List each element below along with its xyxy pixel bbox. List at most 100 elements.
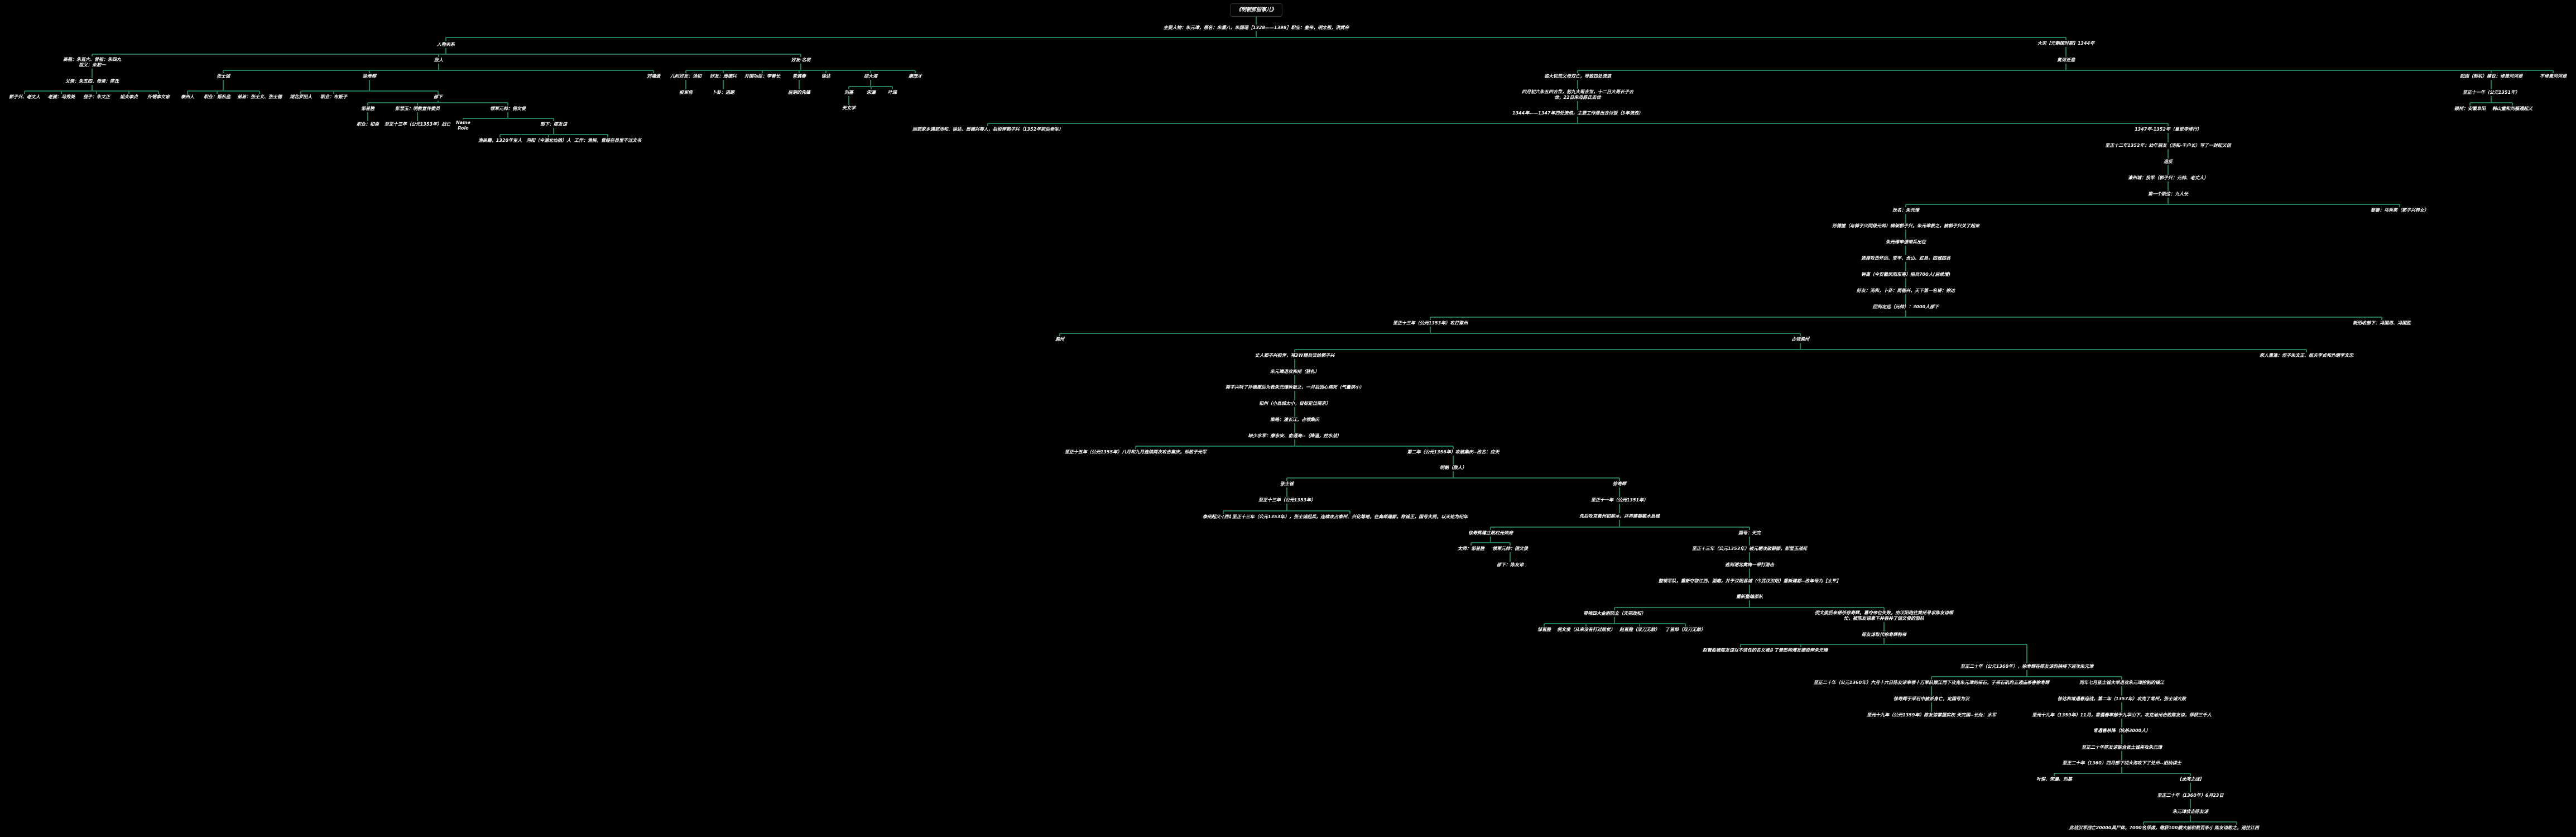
mindmap-node[interactable]: 至正二十年（公元1360年）六月十六日陈友谅率领十万军队顺江而下攻克朱元璋的采石… [1812,680,2051,686]
mindmap-node[interactable]: 后期的先锋 [787,89,811,96]
mindmap-node[interactable]: 至正十一年（公元1351年） [2461,89,2521,96]
mindmap-node[interactable]: Name Role [455,119,472,132]
mindmap-node[interactable]: 父亲：朱五四、母亲：陈氏 [64,78,120,85]
mindmap-node[interactable]: 徐达 [820,73,832,80]
mindmap-node[interactable]: 带领四大金刚防立（天完政权） [1582,610,1647,617]
mindmap-node[interactable]: 天文学 [841,105,857,112]
mindmap-node[interactable]: 职业：贩私盐 [203,94,232,101]
mindmap-node[interactable]: 至正二十年陈友谅联合张士诚夹攻朱元璋 [2080,744,2163,751]
mindmap-node[interactable]: 至正二十年（1360年）6月23日 [2156,792,2225,799]
mindmap-node[interactable]: 职业：布贩子 [319,94,348,101]
mindmap-node[interactable]: 朱元璋伏击陈友谅 [2171,809,2209,815]
mindmap-node[interactable]: 滁州 [1054,336,1065,343]
mindmap-node[interactable]: 领军元帅：倪文俊 [1491,546,1529,552]
mindmap-node[interactable]: 造反 [2162,159,2174,165]
mindmap-node[interactable]: 徐寿辉 [362,73,377,80]
mindmap-node[interactable]: 倪文俊（从来没有打过败仗） [1556,626,1616,633]
mindmap-node[interactable]: 至正十三年（公元1353年），张士诚起兵，连续攻占泰州、兴化等地，在高邮建都，称… [1231,514,1469,520]
mindmap-node[interactable]: 好友：汤和，卜卦：周德兴，天下第一名将：徐达 [1856,288,1956,294]
mindmap-node[interactable]: 回到家乡遇到汤和、徐达、周德兴等人，后投奔郭子兴（1352年前后参军） [911,126,1065,133]
mindmap-node[interactable]: 职业：和尚 [355,121,380,128]
mindmap-node[interactable]: 1344年——1347年四处流浪，主要工作是出去讨饭（3年流浪） [1511,110,1645,117]
mindmap-node[interactable]: 好友：周德兴 [709,73,738,80]
mindmap-node[interactable]: 此战汉军战亡20000具尸体，7000名俘虏，缴获100艘大船和数百条小船 [2068,825,2219,831]
root-topic[interactable]: 《明朝那些事儿》 [1229,3,1283,17]
mindmap-node[interactable]: 四月初六朱五四去世，初九大哥去世，十二日大哥长子去 世，22日朱母陈氏去世 [1521,89,1635,101]
mindmap-node[interactable]: 常遇春 [791,73,807,80]
mindmap-node[interactable]: 丁普郎（双刀无敌） [1664,626,1707,633]
mindmap-node[interactable]: 1347年-1352年（皇觉寺修行） [2133,126,2203,133]
mindmap-node[interactable]: 国号：天完 [1737,530,1762,537]
mindmap-node[interactable]: 至正十三年（公元1353年）攻打滁州 [1391,320,1469,327]
mindmap-node[interactable]: 开国功臣：李善长 [743,73,781,80]
mindmap-node[interactable]: 不修黄河河堤 [2539,73,2568,80]
mindmap-node[interactable]: 部下：陈友谅 [539,121,568,128]
mindmap-node[interactable]: 胡大海 [863,73,878,80]
mindmap-node[interactable]: 郭子兴、老丈人 [8,94,41,101]
mindmap-node[interactable]: 高祖：朱百六、曾祖：朱四九 祖父：朱初一 [62,56,122,69]
mindmap-node[interactable]: 第二年（公元1356年）攻破集庆--改名：应天 [1406,449,1501,456]
mindmap-node[interactable]: 老婆：马秀英 [47,94,76,101]
mindmap-node[interactable]: 赵普胜被陈友谅以不信任的名义被杀掉 [1702,647,1780,654]
mindmap-node[interactable]: 濠州城：投军（郭子兴：元帅、老丈人） [2127,175,2209,181]
mindmap-node[interactable]: 丈人郭子兴投奔，将3W精兵交给郭子兴 [1253,352,1336,359]
mindmap-node[interactable]: 外甥李文忠 [146,94,171,101]
mindmap-node[interactable]: 大灾【元朝国时期】1344年 [2036,40,2096,47]
mindmap-node[interactable]: 好友·名将 [790,57,812,64]
mindmap-node[interactable]: 侄子：朱文正 [82,94,111,101]
mindmap-node[interactable]: 同年七月张士诚大举进攻朱元璋控制的镇江 [2078,680,2165,686]
mindmap-node[interactable]: 刘基 [843,89,854,96]
mindmap-node[interactable]: 郭子兴听了孙德崖后为救朱元璋拆散之，一月后因心病死（气量狭小） [1224,384,1365,391]
mindmap-node[interactable]: 邹普胜 [1536,626,1552,633]
mindmap-node[interactable]: 新招收部下：冯国用、冯国胜 [2352,320,2412,327]
mindmap-node[interactable]: 领军元帅：倪文俊 [489,106,527,112]
mindmap-node[interactable]: 弟弟：张士义、张士德 [236,94,283,101]
mindmap-node[interactable]: 改名：朱元璋 [1891,207,1920,214]
mindmap-node[interactable]: 主要人物：朱元璋，原名：朱重八、朱国瑞［1328——1398］职业：皇帝，明太祖… [1162,25,1351,31]
mindmap-node[interactable]: 家人重逢：侄子朱文正、姐夫李贞和外甥李文忠 [2258,352,2354,359]
mindmap-node[interactable]: 赵普胜（双刀无敌） [1618,626,1661,633]
mindmap-node[interactable]: 丁普郎和傅友德投奔朱元璋 [1773,647,1829,654]
mindmap-node[interactable]: 湖北罗田人 [289,94,313,101]
mindmap-node[interactable]: 徐寿辉于采石中被杀身亡，定国号为汉 [1892,696,1971,702]
mindmap-node[interactable]: 卜卦：逃跑 [711,89,736,96]
mindmap-node[interactable]: 彭莹玉：明教宣传委员 [394,106,441,112]
mindmap-node[interactable]: 陈友谅取代徐寿辉称帝 [1861,632,1907,638]
mindmap-node[interactable]: 至正二十年（1360）四月部下胡大海攻下了处州--招纳谋士 [2061,760,2183,767]
mindmap-node[interactable]: 叶琛、宋濂、刘基 [2035,776,2073,783]
mindmap-node[interactable]: 至元十九年（1359年）11月，常遇春率部于九华山下，攻克池州击败陈友谅，俘获三… [2031,712,2213,719]
mindmap-node[interactable]: 太师：邹普胜 [1457,546,1486,552]
mindmap-node[interactable]: 至正十三年（公元1353年） [1257,497,1317,504]
mindmap-node[interactable]: 逃到湖北黄梅一带打游击 [1724,562,1775,568]
mindmap-node[interactable]: 先后攻克黄州和蕲水，并将建都蕲水县城 [1578,513,1661,520]
mindmap-node[interactable]: 朱元璋进攻和州（驻扎） [1269,369,1320,375]
mindmap-node[interactable]: 张士诚 [215,73,231,80]
mindmap-node[interactable]: 临大饥荒父母双亡，导致四处流浪 [1543,73,1612,80]
mindmap-node[interactable]: 【龙湾之战】 [2176,776,2205,783]
mindmap-node[interactable]: 至正十三年（公元1353年）战亡 [383,121,452,128]
mindmap-node[interactable]: 回到定远（元帅）：3000人部下 [1871,304,1940,310]
mindmap-node[interactable]: 人物关系 [436,41,456,48]
mindmap-node[interactable]: 徐寿辉建立政权元帅府 [1467,530,1514,537]
mindmap-node[interactable]: 颍州：安徽阜阳 [2453,106,2487,112]
mindmap-node[interactable]: 部下 [432,94,444,101]
mindmap-node[interactable]: 黄河泛滥 [2056,57,2076,64]
mindmap-node[interactable]: 渔民籍，1320年生人 [477,137,523,144]
mindmap-node[interactable]: 缺少水军：廖永安、俞通海--（降温，控水战） [1247,433,1343,439]
mindmap-node[interactable]: 钟离（今安徽凤阳东南）招兵700人(后续增) [1859,271,1952,278]
mindmap-node[interactable]: 儿时好友：汤和 [669,73,703,80]
mindmap-node[interactable]: 至正十一年（公元1351年） [1589,497,1650,504]
mindmap-node[interactable]: 重新整编部队 [1735,594,1764,600]
mindmap-node[interactable]: 张士诚 [1279,481,1295,487]
mindmap-node[interactable]: 工作：渔民，曾经在县里干过文书 [573,137,642,144]
mindmap-node[interactable]: 宋濂 [866,89,877,96]
mindmap-node[interactable]: 孙德崖（与郭子兴同级元帅）绑架郭子兴，朱元璋救之，被郭子兴关了起来 [1831,223,1981,229]
mindmap-node[interactable]: 沔阳（今湖北仙桃）人 [525,137,572,144]
mindmap-node[interactable]: 姐夫李贞 [119,94,139,101]
mindmap-node[interactable]: 韩山童和刘福通起义 [2491,106,2534,112]
mindmap-node[interactable]: 娶妻：马秀英（郭子兴养女） [2370,207,2430,214]
mindmap-node[interactable]: 至正二十年（公元1360年），徐寿辉在陈友谅的挟持下进攻朱元璋 [1959,663,2095,670]
mindmap-node[interactable]: 选择攻击怀远、安丰、含山、虹县，四城四县 [1860,255,1952,262]
mindmap-node[interactable]: 至元十九年（公元1359年）陈友谅掌握实权 天完国--长处：水军 [1866,712,1997,719]
mindmap-node[interactable]: 部下：陈友谅 [1496,562,1525,568]
